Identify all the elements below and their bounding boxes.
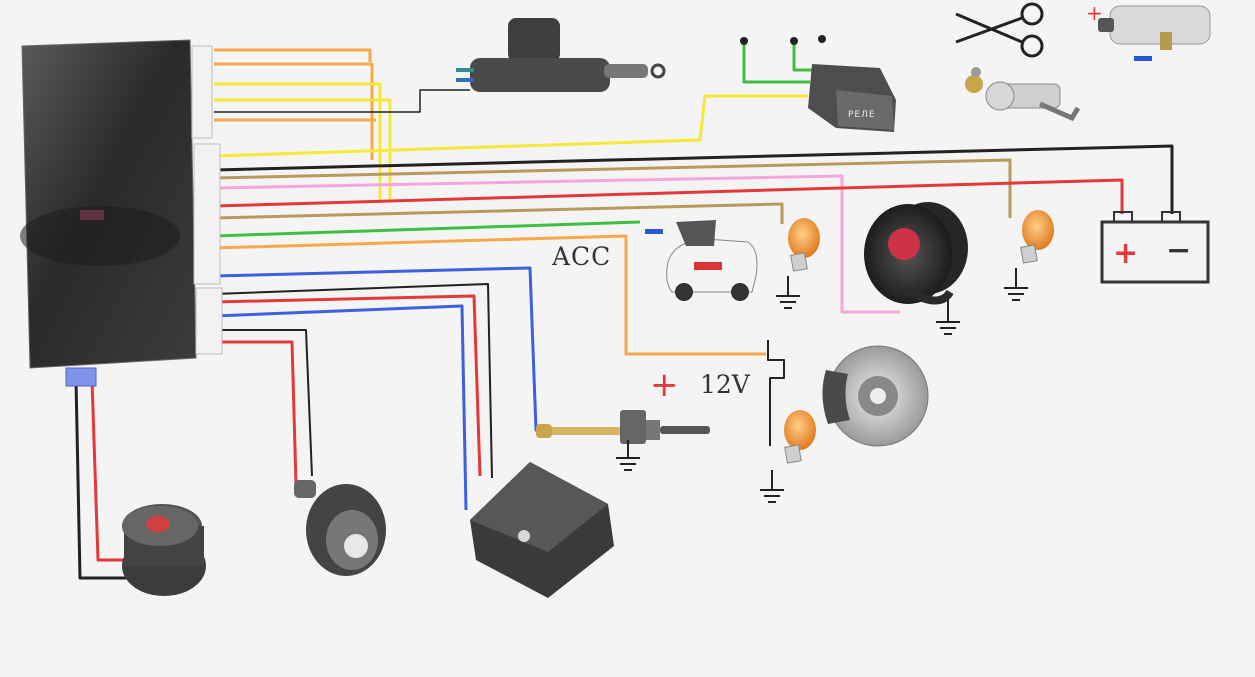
wire-brake-switch — [767, 340, 785, 446]
wire-red-battery — [213, 178, 1124, 214]
door-lock-actuator-icon — [456, 18, 666, 92]
wire-black-led — [214, 329, 313, 477]
wire-black-sensor — [213, 283, 493, 479]
wire-black-valet — [74, 379, 126, 580]
bulb-icon — [784, 410, 816, 464]
relay-label: РЕЛЕ — [848, 110, 876, 120]
acc-label: ACC — [552, 242, 612, 271]
wire-yellow-relay — [213, 94, 808, 158]
wire-orange-top — [214, 48, 372, 62]
ground-symbols — [616, 268, 1028, 503]
wire-green-relay-2 — [792, 42, 812, 72]
relay-icon: РЕЛЕ — [740, 35, 896, 132]
wire-yellow-1 — [214, 82, 382, 200]
shock-sensor-icon — [470, 462, 614, 598]
brake-disc-icon — [822, 345, 929, 447]
siren-icon — [864, 202, 968, 305]
wire-red-valet — [90, 379, 126, 562]
wire-red-sensor — [213, 294, 482, 477]
wire-green-relay-1 — [742, 42, 810, 84]
battery-plus-sign: + — [1113, 236, 1138, 271]
wire-orange-acc — [213, 234, 766, 356]
car-trunk-icon — [645, 220, 758, 301]
limit-switch-icon — [536, 410, 710, 444]
battery-minus-sign: − — [1166, 233, 1191, 268]
bulb-icon — [1020, 210, 1054, 264]
scissors-icon — [955, 2, 1044, 58]
wire-orange-lock — [214, 62, 374, 160]
ignition-coil-icon: + — [1086, 1, 1211, 61]
wire-red-led — [214, 340, 298, 485]
bulb-icon — [788, 218, 820, 272]
battery-icon: + − — [1100, 211, 1210, 284]
wire-black-lock — [214, 89, 470, 113]
led-indicator-icon — [294, 480, 386, 576]
wire-blue-sensor — [213, 304, 468, 511]
wire-brown-lamp-left — [213, 202, 784, 224]
voltage-label: 12V — [700, 370, 750, 399]
valet-button-icon — [122, 504, 206, 596]
wire-pink-siren — [213, 174, 900, 314]
alarm-control-unit-icon — [20, 39, 223, 387]
ignition-lock-icon — [965, 67, 1081, 122]
power-plus-sign: + — [650, 365, 679, 405]
coil-plus-sign: + — [1086, 1, 1103, 25]
wire-brown-lamp-right — [213, 158, 1012, 218]
wire-black-battery — [213, 144, 1174, 214]
wire-green-trunk — [213, 220, 641, 238]
wires — [74, 42, 1174, 580]
